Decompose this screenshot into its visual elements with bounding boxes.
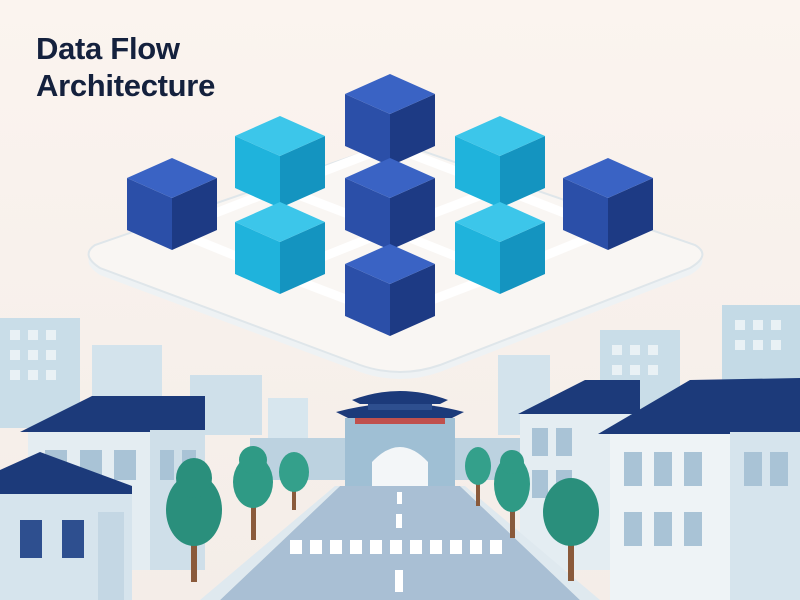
face-right	[500, 136, 545, 208]
node-n-upper-right	[455, 116, 545, 208]
face-right	[172, 178, 217, 250]
node-n-upper-left	[235, 116, 325, 208]
face-right	[390, 178, 435, 250]
face-left	[127, 178, 172, 250]
face-left	[455, 136, 500, 208]
face-top	[345, 74, 435, 114]
tree	[543, 478, 599, 581]
trees	[166, 446, 599, 582]
node-n-top	[345, 74, 435, 166]
tree	[233, 446, 273, 540]
face-top	[235, 116, 325, 156]
face-top	[563, 158, 653, 198]
face-right	[280, 136, 325, 208]
face-right	[390, 94, 435, 166]
face-left	[345, 264, 390, 336]
face-right	[608, 178, 653, 250]
tree	[494, 450, 530, 538]
left-houses	[0, 396, 205, 600]
face-left	[455, 222, 500, 294]
right-houses	[518, 378, 800, 600]
title-line-1: Data Flow	[36, 31, 180, 66]
face-top	[455, 116, 545, 156]
face-top	[235, 202, 325, 242]
face-right	[500, 222, 545, 294]
face-top	[345, 158, 435, 198]
face-top	[127, 158, 217, 198]
title-line-2: Architecture	[36, 68, 216, 103]
face-left	[345, 94, 390, 166]
node-n-center	[345, 158, 435, 250]
node-n-lower-right	[455, 202, 545, 294]
city-gate	[250, 391, 550, 486]
face-right	[280, 222, 325, 294]
face-top	[345, 244, 435, 284]
node-n-lower-left	[235, 202, 325, 294]
node-n-right	[563, 158, 653, 250]
face-right	[390, 264, 435, 336]
face-left	[345, 178, 390, 250]
face-left	[235, 136, 280, 208]
network-nodes	[127, 74, 653, 336]
tree	[465, 447, 491, 506]
face-top	[455, 202, 545, 242]
tree	[279, 452, 309, 510]
node-n-bottom	[345, 244, 435, 336]
tree	[166, 458, 222, 582]
face-left	[563, 178, 608, 250]
page-title: Data Flow Architecture	[36, 30, 215, 104]
face-left	[235, 222, 280, 294]
node-n-left	[127, 158, 217, 250]
road	[200, 486, 600, 600]
